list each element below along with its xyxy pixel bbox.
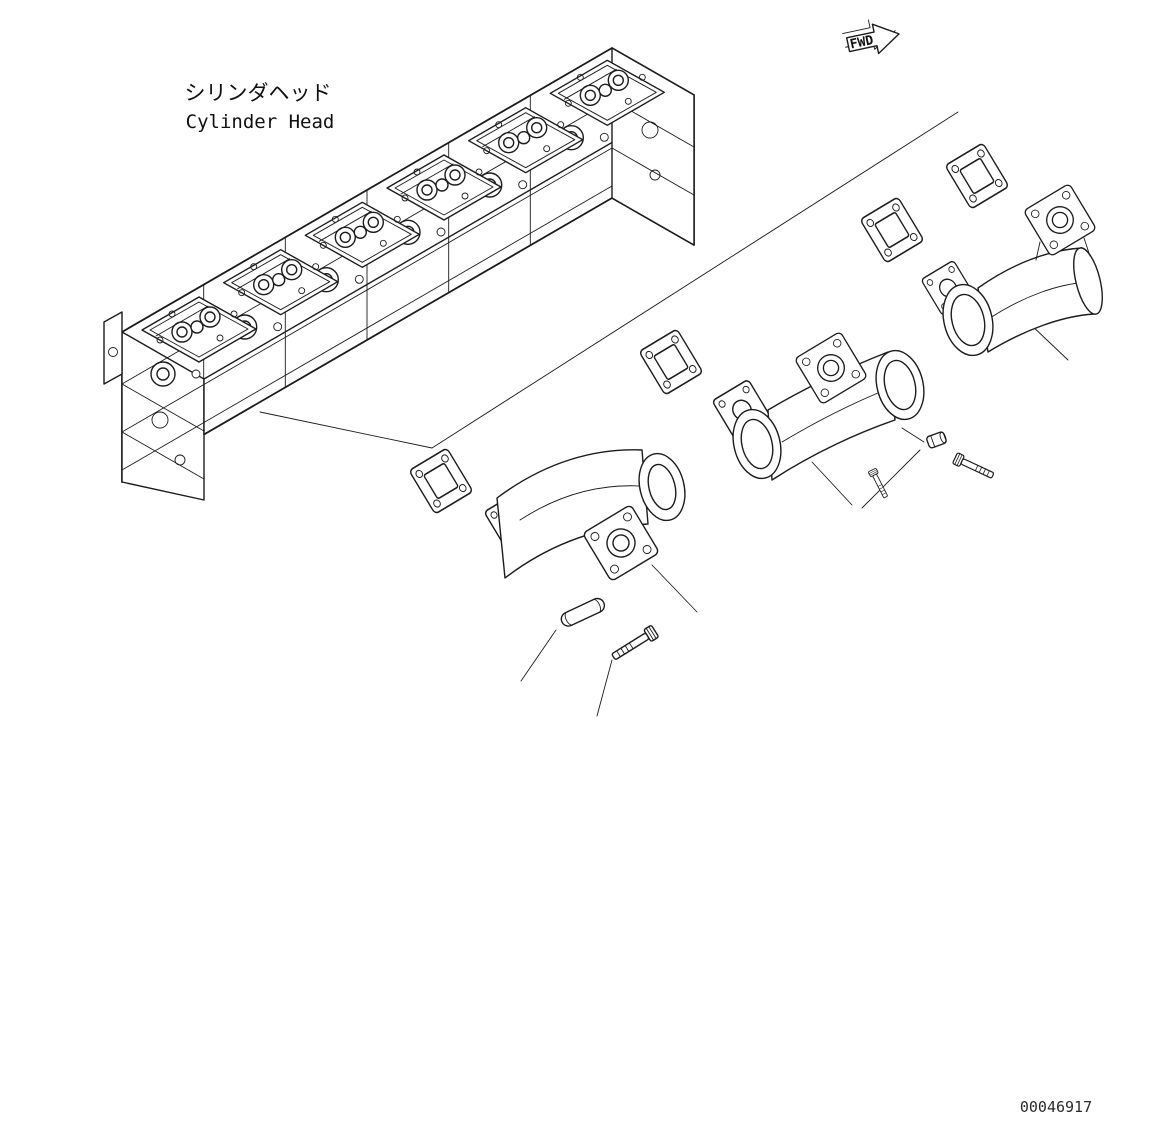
manifold-center-leader (811, 461, 853, 506)
plug-connector (901, 427, 925, 443)
cross-pipe (767, 351, 896, 481)
elbow-pipe (496, 449, 649, 579)
leader-lines (259, 111, 1069, 717)
component-label-jp: シリンダヘッド (185, 81, 332, 105)
exhaust-manifold-rear (920, 182, 1103, 357)
manifold-front-leader (651, 564, 698, 613)
pipe-end (1073, 247, 1103, 315)
bolt-leader (596, 659, 613, 717)
far-edge-caps (191, 132, 609, 379)
manifold-gasket-1 (408, 447, 474, 515)
plug-leader (861, 449, 921, 509)
plug (925, 430, 949, 450)
pipe-opening-right (875, 349, 925, 421)
assembly-axis-line (259, 111, 959, 449)
pin-leader (520, 629, 557, 682)
exhaust-manifold-center (711, 330, 925, 481)
fwd-arrow-label: FWD (849, 33, 875, 53)
manifold-gasket-4 (944, 142, 1010, 210)
drawing-number: 00046917 (1020, 1098, 1092, 1116)
top-flange (1022, 182, 1098, 258)
spacer-pin (558, 595, 608, 630)
pipe-opening-left (732, 408, 782, 480)
component-label-en: Cylinder Head (186, 111, 335, 133)
pipe-opening (942, 283, 994, 357)
cylinder-head-drawing (103, 47, 695, 501)
fwd-arrow-icon: FWD (842, 19, 900, 55)
manifold-gasket-3 (859, 196, 925, 264)
manifold-bolt-2 (951, 452, 996, 482)
manifold-bolt-1 (609, 624, 660, 664)
manifold-gasket-2 (638, 328, 704, 396)
exhaust-manifold-front (483, 449, 686, 583)
